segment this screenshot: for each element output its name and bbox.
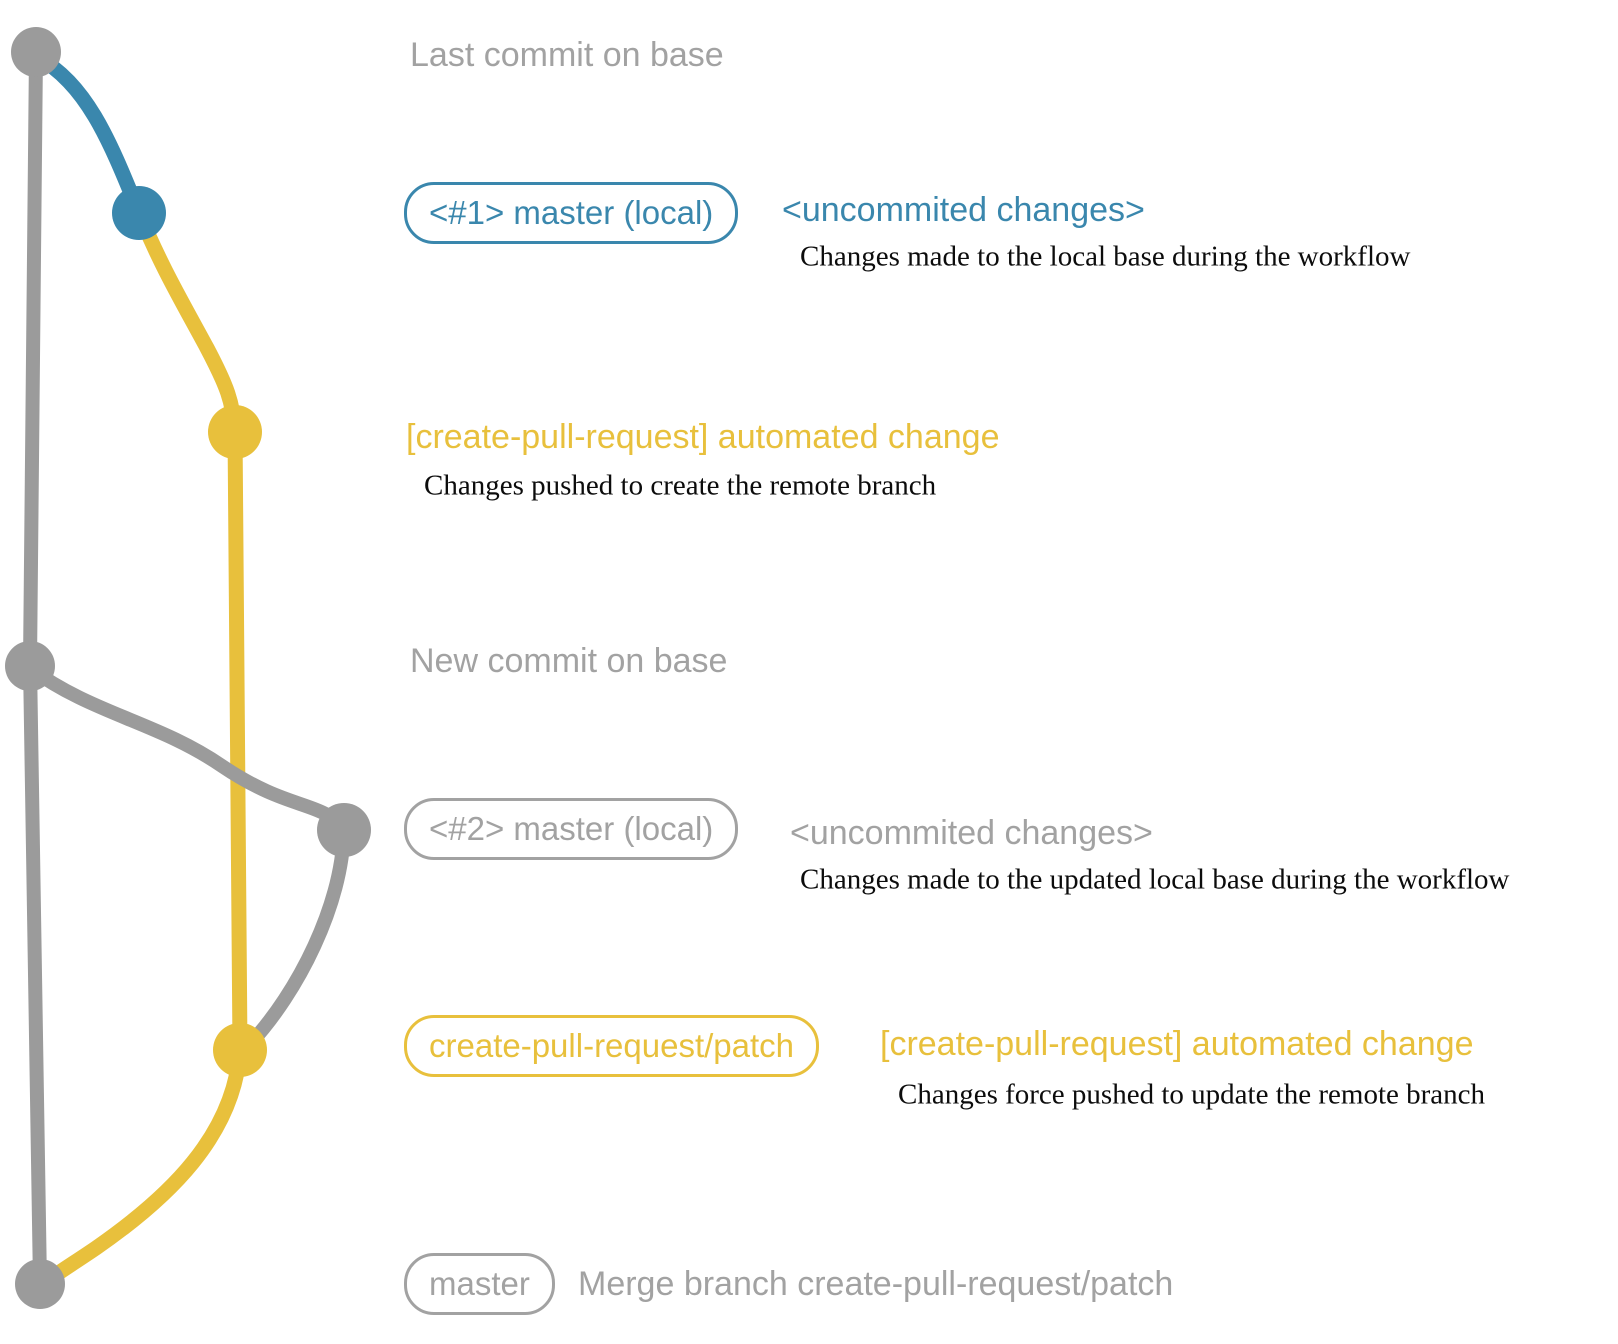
branch-badge-create-pull-request-patch: create-pull-request/patch — [404, 1015, 820, 1077]
commit-detail-automated-change-2: Changes force pushed to update the remot… — [898, 1078, 1486, 1111]
branch-badge-master-local-2: <#2> master (local) — [404, 798, 739, 860]
commit-label-automated-change-1: [create-pull-request] automated change — [406, 418, 1000, 456]
commit-detail-automated-change-1: Changes pushed to create the remote bran… — [424, 469, 937, 502]
branch-badge-master-local-1: <#1> master (local) — [404, 182, 739, 244]
commit-detail-uncommitted-1: Changes made to the local base during th… — [800, 240, 1411, 273]
commit-label-automated-change-2: [create-pull-request] automated change — [880, 1025, 1474, 1063]
commit-dot-merge — [15, 1259, 65, 1309]
local-branch-edge-1 — [28, 48, 147, 221]
commit-dot-uncommitted-2 — [317, 803, 371, 857]
git-graph — [5, 27, 371, 1309]
commit-label-new-base: New commit on base — [410, 642, 728, 680]
merge-edge — [35, 1042, 248, 1292]
commit-detail-uncommitted-2: Changes made to the updated local base d… — [800, 863, 1510, 896]
commit-label-uncommitted-2: <uncommited changes> — [790, 814, 1153, 852]
commit-dot-uncommitted-1 — [112, 186, 166, 240]
patch-branch-line — [227, 422, 248, 1058]
commit-dot-last-base — [11, 27, 61, 77]
local-branch-edge-2 — [23, 661, 351, 837]
commit-dot-new-base — [5, 641, 55, 691]
branch-badge-master: master — [404, 1253, 555, 1315]
patch-branch-edge-force-push — [243, 823, 351, 1051]
patch-branch-edge-push — [131, 205, 243, 440]
commit-label-merge: Merge branch create-pull-request/patch — [578, 1265, 1174, 1303]
commit-label-last-base: Last commit on base — [410, 36, 724, 74]
commit-dot-automated-change-2 — [213, 1023, 267, 1077]
commit-dot-automated-change-1 — [208, 405, 262, 459]
commit-label-uncommitted-1: <uncommited changes> — [782, 191, 1145, 229]
